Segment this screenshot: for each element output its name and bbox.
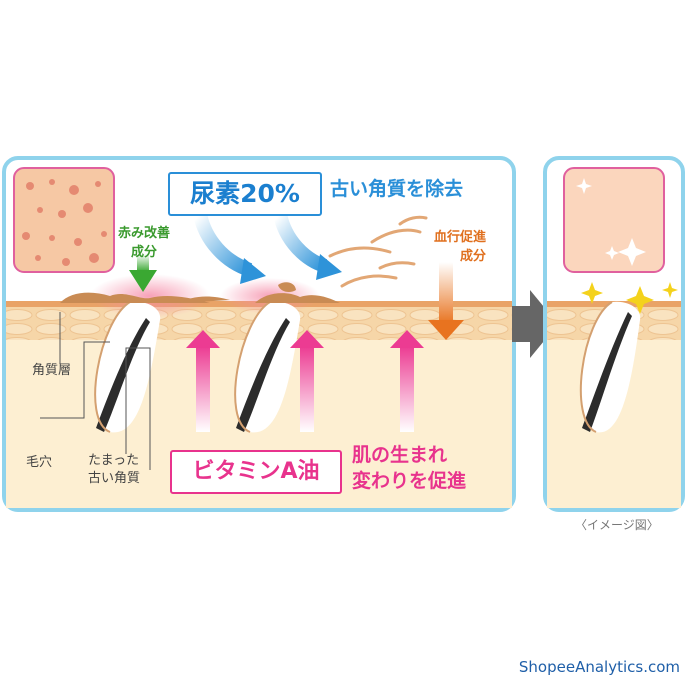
leader-lines xyxy=(40,312,151,470)
accumulated-line-1: たまった xyxy=(88,453,140,468)
circulation-line-2: 成分 xyxy=(460,249,487,264)
stratum-label: 角質層 xyxy=(32,363,72,378)
image-note: 〈イメージ図〉 xyxy=(575,518,659,532)
redness-label: 赤み改善 成分 xyxy=(118,224,170,262)
vitamin-a-label: ビタミンA油 xyxy=(170,450,342,494)
before-panel xyxy=(2,156,516,512)
urea-label: 尿素20% xyxy=(168,172,322,216)
renewal-line-2: 変わりを促進 xyxy=(352,470,467,492)
circulation-line-1: 血行促進 xyxy=(434,230,487,245)
pink-arrows xyxy=(186,330,424,432)
accumulated-label: たまった 古い角質 xyxy=(88,452,140,488)
redness-line-1: 赤み改善 xyxy=(118,226,171,241)
blue-arrows xyxy=(193,212,342,284)
sparkles xyxy=(581,282,678,314)
remove-old-keratin-label: 古い角質を除去 xyxy=(330,178,464,200)
accumulated-line-2: 古い角質 xyxy=(88,471,141,486)
pore-label: 毛穴 xyxy=(26,455,53,470)
renewal-line-1: 肌の生まれ xyxy=(352,444,448,466)
circulation-label: 血行促進 成分 xyxy=(434,228,486,266)
orange-arrow xyxy=(428,262,464,340)
inset-before xyxy=(13,167,115,273)
footer-watermark: ShopeeAnalytics.com xyxy=(518,658,680,676)
inset-after xyxy=(563,167,665,273)
redness-line-2: 成分 xyxy=(131,245,158,260)
green-arrow xyxy=(129,254,157,292)
renewal-label: 肌の生まれ 変わりを促進 xyxy=(352,442,466,494)
after-panel xyxy=(543,156,685,512)
